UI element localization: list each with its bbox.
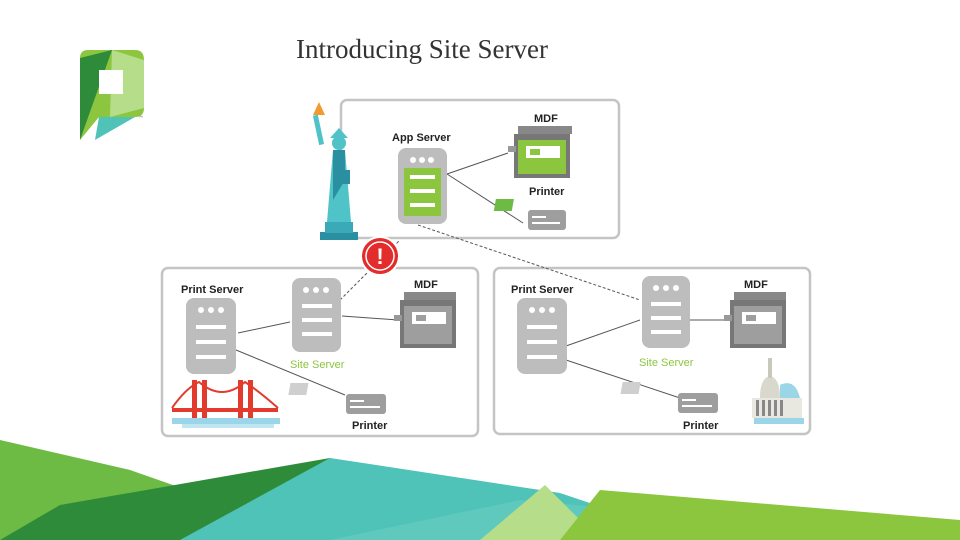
alert-symbol: !: [376, 244, 383, 269]
right-print-server-label: Print Server: [511, 284, 574, 296]
logo-tm: ™: [138, 115, 143, 121]
left-site-server-icon: [292, 278, 341, 352]
right-mdf-label: MDF: [744, 279, 768, 291]
left-mdf-label: MDF: [414, 279, 438, 291]
capitol-building-icon: [752, 358, 804, 424]
right-site-server-icon: [642, 276, 690, 348]
left-print-server-icon: [186, 298, 236, 374]
papercut-logo-icon: ™: [80, 50, 144, 140]
top-panel: [339, 98, 621, 240]
top-mdf-label: MDF: [534, 113, 558, 125]
right-printer-label: Printer: [683, 420, 719, 432]
golden-gate-bridge-icon: [171, 380, 280, 428]
left-mfd-icon: [394, 292, 456, 348]
footer-stripes: [0, 440, 960, 540]
top-printer-label: Printer: [529, 186, 565, 198]
top-printer-icon: [493, 199, 566, 230]
right-mfd-icon: [724, 292, 786, 348]
slide-title: Introducing Site Server: [296, 34, 548, 64]
left-printer-icon: [288, 383, 386, 414]
left-site-server-label: Site Server: [290, 359, 345, 371]
right-print-server-icon: [517, 298, 567, 374]
connections: [235, 152, 730, 399]
left-printer-label: Printer: [352, 420, 388, 432]
alert-icon: !: [360, 236, 400, 276]
statue-of-liberty-icon: [312, 102, 358, 240]
app-server-label: App Server: [392, 132, 451, 144]
left-print-server-label: Print Server: [181, 284, 244, 296]
right-site-server-label: Site Server: [639, 357, 694, 369]
top-mfd-icon: [508, 126, 572, 178]
right-printer-icon: [620, 382, 718, 413]
app-server-icon: [398, 148, 447, 224]
